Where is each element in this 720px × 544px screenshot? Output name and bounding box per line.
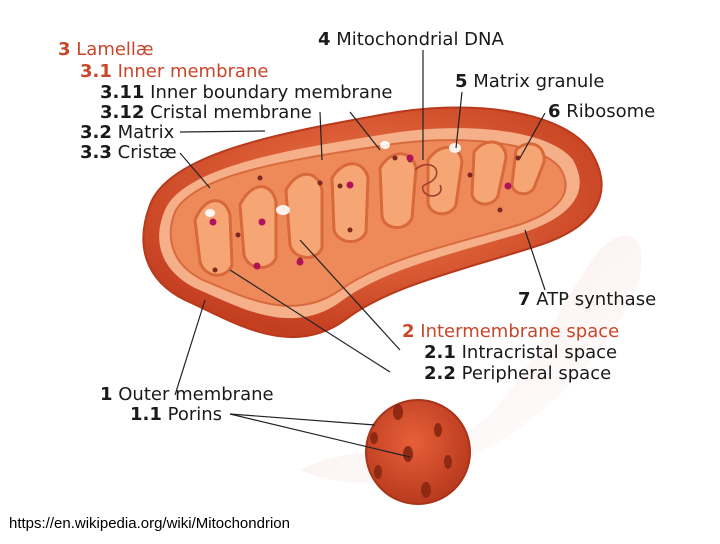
label-intermembrane-space: 2 Intermembrane space <box>402 321 620 342</box>
label-mitochondrial-dna: 4 Mitochondrial DNA <box>318 29 504 50</box>
label-atp-synthase: 7 ATP synthase <box>518 289 657 310</box>
label-matrix: 3.2 Matrix <box>80 122 175 143</box>
label-cristae: 3.3 Cristæ <box>80 142 177 163</box>
label-intracristal-space: 2.1 Intracristal space <box>424 342 618 363</box>
porin-inset <box>365 399 471 505</box>
label-inner-boundary-membrane: 3.11 Inner boundary membrane <box>100 82 393 103</box>
leader-lines <box>174 50 546 458</box>
matrix-granules <box>205 141 461 217</box>
label-outer-membrane: 1 Outer membrane <box>100 384 274 405</box>
drop-shadow <box>300 235 642 484</box>
label-porins: 1.1 Porins <box>130 404 223 425</box>
label-cristal-membrane: 3.12 Cristal membrane <box>100 102 312 123</box>
atp-synthase-dots <box>209 154 512 270</box>
label-lamellae: 3 Lamellæ <box>58 39 154 60</box>
cristae-group <box>193 140 546 277</box>
label-inner-membrane: 3.1 Inner membrane <box>80 61 269 82</box>
label-ribosome: 6 Ribosome <box>548 101 656 122</box>
label-matrix-granule: 5 Matrix granule <box>455 71 605 92</box>
porin-holes <box>370 404 452 498</box>
label-peripheral-space: 2.2 Peripheral space <box>424 363 612 384</box>
source-caption: https://en.wikipedia.org/wiki/Mitochondr… <box>6 514 293 533</box>
mitochondrial-dna-shape <box>414 163 442 197</box>
